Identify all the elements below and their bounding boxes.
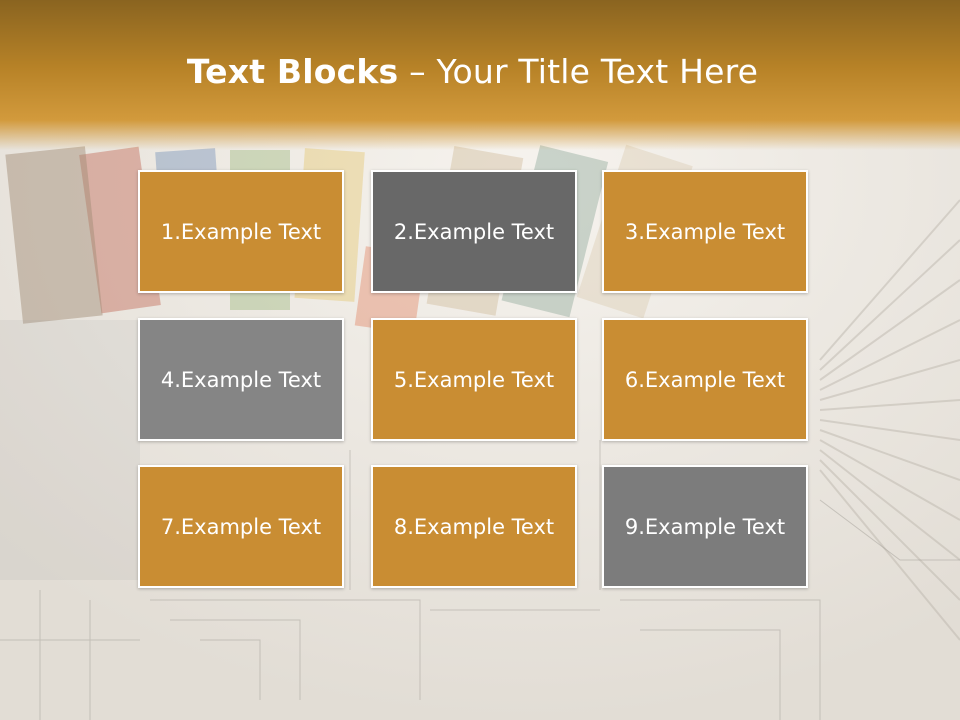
- text-block-7[interactable]: 7.Example Text: [138, 465, 344, 588]
- text-block-label: 8.Example Text: [393, 514, 555, 539]
- text-block-8[interactable]: 8.Example Text: [371, 465, 577, 588]
- text-block-label: 2.Example Text: [393, 219, 555, 244]
- text-block-5[interactable]: 5.Example Text: [371, 318, 577, 441]
- text-block-label: 4.Example Text: [160, 367, 322, 392]
- text-block-1[interactable]: 1.Example Text: [138, 170, 344, 293]
- text-block-label: 7.Example Text: [160, 514, 322, 539]
- text-block-label: 5.Example Text: [393, 367, 555, 392]
- text-block-9[interactable]: 9.Example Text: [602, 465, 808, 588]
- text-block-3[interactable]: 3.Example Text: [602, 170, 808, 293]
- text-block-6[interactable]: 6.Example Text: [602, 318, 808, 441]
- text-block-4[interactable]: 4.Example Text: [138, 318, 344, 441]
- title-bold-part: Text Blocks: [186, 52, 399, 91]
- text-block-label: 3.Example Text: [624, 219, 786, 244]
- text-block-label: 1.Example Text: [160, 219, 322, 244]
- title-rest-part: Your Title Text Here: [436, 52, 759, 91]
- text-block-2[interactable]: 2.Example Text: [371, 170, 577, 293]
- title-bar: [0, 0, 960, 150]
- text-block-label: 9.Example Text: [624, 514, 786, 539]
- text-block-label: 6.Example Text: [624, 367, 786, 392]
- text-blocks-grid: 1.Example Text 2.Example Text 3.Example …: [138, 170, 815, 593]
- slide-title: Text Blocks – Your Title Text Here: [0, 52, 945, 91]
- title-dash: –: [398, 52, 437, 91]
